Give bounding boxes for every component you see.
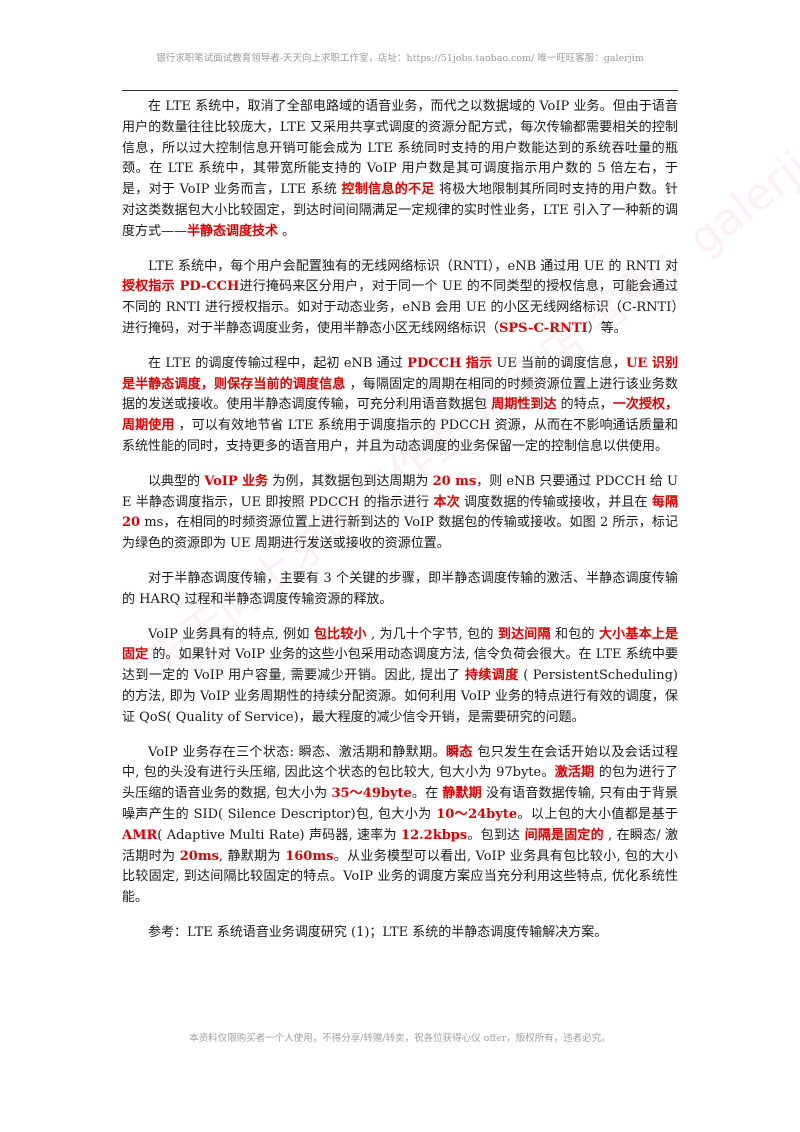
body-text: 的特点， — [556, 397, 613, 413]
body-text: ，可以有效地节省 LTE 系统用于调度指示的 PDCCH 资源，从而在不影响通话… — [122, 418, 678, 454]
body-text: 在 LTE 系统中，取消了全部电路域的语音业务，而代之以数据域的 VoIP 业务… — [122, 99, 678, 198]
paragraph: 对于半静态调度传输，主要有 3 个关键的步骤，即半静态调度传输的激活、半静态调度… — [122, 569, 678, 611]
body-text: VoIP 业务存在三个状态: 瞬态、激活期和静默期。 — [148, 744, 446, 760]
header-divider — [122, 90, 678, 91]
highlighted-term: 10～24byte — [436, 806, 518, 822]
body-text: , 静默期为 — [218, 848, 286, 864]
body-text: 为例，其数据包到达周期为 — [268, 473, 433, 489]
highlighted-term: PDCCH 指示 — [407, 355, 493, 371]
highlighted-term: 35～49byte — [331, 786, 412, 802]
body-text: 。 — [278, 223, 296, 239]
body-text: 的。如果针对 VoIP 业务的这些小包采用动态调度方法, 信令负荷会很大。在 L… — [122, 647, 678, 684]
body-text: 在 LTE 的调度传输过程中，起初 eNB 通过 — [148, 355, 408, 371]
body-text: 进行掩码来区分用户，对于同一个 UE 的不同类型的授权信息，可能会通过不同的 R… — [122, 279, 678, 336]
highlighted-term: 间隔是固定的 — [524, 827, 604, 843]
highlighted-term: 每隔 20 — [122, 494, 678, 531]
paragraph: 在 LTE 的调度传输过程中，起初 eNB 通过 PDCCH 指示 UE 当前的… — [122, 354, 678, 458]
paragraph: VoIP 业务存在三个状态: 瞬态、激活期和静默期。瞬态 包只发生在会话开始以及… — [122, 743, 678, 909]
highlighted-term: 20 ms — [432, 473, 477, 489]
highlighted-term: 12.2kbps — [401, 827, 468, 843]
body-text: ，则 eNB 只要通过 PDCCH 给 UE 半静态调度指示，UE 即按照 PD… — [122, 473, 679, 510]
body-text: 调度数据的传输或接收，并且在 — [459, 494, 652, 510]
body-text: 参考：LTE 系统语音业务调度研究 (1)；LTE 系统的半静态调度传输解决方案… — [148, 924, 608, 940]
highlighted-term: 大小基本上是固定 — [122, 626, 678, 663]
highlighted-term: VoIP 业务 — [204, 473, 269, 489]
highlighted-term: 瞬态 — [446, 744, 473, 760]
highlighted-term: 半静态调度技术 — [187, 223, 279, 239]
highlighted-term: SPS-C-RNTI — [499, 320, 588, 336]
highlighted-term: 一次授权，周期使用 — [122, 397, 678, 434]
highlighted-term: 静默期 — [442, 786, 482, 802]
body-text: ( Adaptive Multi Rate) 声码器, 速率为 — [157, 827, 402, 843]
body-text: 没有语音数据传输, 只有由于背景噪声产生的 SID( Silence Descr… — [122, 786, 678, 822]
paragraph: LTE 系统中，每个用户会配置独有的无线网络标识（RNTI），eNB 通过用 U… — [122, 257, 678, 340]
body-text: 。包到达 — [467, 827, 525, 843]
body-text: 对于半静态调度传输，主要有 3 个关键的步骤，即半静态调度传输的激活、半静态调度… — [122, 570, 678, 607]
highlighted-term: 周期性到达 — [491, 397, 557, 413]
body-text: 的包为进行了头压缩的语音业务的数据, 包大小为 — [122, 765, 678, 802]
paragraph: 以典型的 VoIP 业务 为例，其数据包到达周期为 20 ms，则 eNB 只要… — [122, 472, 678, 555]
page-footer: 本资料仅限购买者一个人使用，不得分享/转赠/转卖，祝各位获得心仪 offer，版… — [189, 1033, 611, 1044]
page-header: 银行求职笔试面试教育领导者-天天向上求职工作室，店址：https://51job… — [156, 53, 644, 64]
body-text: LTE 系统中，每个用户会配置独有的无线网络标识（RNTI），eNB 通过用 U… — [148, 258, 678, 274]
body-text: VoIP 业务具有的特点, 例如 — [148, 626, 314, 642]
highlighted-term: 激活期 — [554, 765, 595, 781]
highlighted-term: 包比较小 — [313, 626, 367, 642]
highlighted-term: 控制信息的不足 — [341, 182, 435, 198]
body-text: , 在瞬态/ 激活期时为 — [122, 827, 678, 864]
highlighted-term: 持续调度 — [464, 668, 519, 684]
highlighted-term: 20ms — [179, 848, 219, 864]
paragraph: 参考：LTE 系统语音业务调度研究 (1)；LTE 系统的半静态调度传输解决方案… — [122, 923, 678, 944]
paragraph: VoIP 业务具有的特点, 例如 包比较小 , 为几十个字节, 包的 到达间隔 … — [122, 625, 678, 729]
body-text: 以典型的 — [148, 473, 205, 489]
highlighted-term: 到达间隔 — [497, 626, 551, 642]
document-body: 在 LTE 系统中，取消了全部电路域的语音业务，而代之以数据域的 VoIP 业务… — [122, 97, 678, 958]
body-text: 。以上包的大小值都是基于 — [517, 806, 678, 822]
body-text: 。在 — [411, 786, 443, 802]
body-text: UE 当前的调度信息， — [492, 355, 626, 371]
highlighted-term: UE 识别是半静态调度，则保存当前的调度信息 — [122, 355, 678, 392]
body-text: ，每隔固定的周期在相同的时频资源位置上进行该业务数据的发送或接收。使用半静态调度… — [122, 376, 678, 413]
body-text: ms，在相同的时频资源位置上进行新到达的 VoIP 数据包的传输或接收。如图 2… — [122, 515, 678, 552]
paragraph: 在 LTE 系统中，取消了全部电路域的语音业务，而代之以数据域的 VoIP 业务… — [122, 97, 678, 243]
body-text: 。从业务模型可以看出, VoIP 业务具有包比较小, 包的大小比较固定, 到达间… — [122, 848, 678, 906]
body-text: ）等。 — [587, 320, 627, 336]
body-text: , 为几十个字节, 包的 — [366, 626, 498, 642]
body-text: 将极大地限制其所同时支持的用户数。针对这类数据包大小比较固定，到达时间间隔满足一… — [122, 182, 678, 239]
body-text: 和包的 — [550, 626, 599, 642]
highlighted-term: AMR — [122, 827, 158, 843]
body-text: 包只发生在会话开始以及会话过程中, 包的头没有进行头压缩, 因此这个状态的包比较… — [122, 744, 678, 781]
highlighted-term: 授权指示 PD-CCH — [122, 279, 240, 295]
highlighted-term: 160ms — [285, 848, 334, 864]
body-text: ( PersistentScheduling) 的方法, 即为 VoIP 业务周… — [122, 668, 678, 725]
highlighted-term: 本次 — [433, 494, 460, 510]
